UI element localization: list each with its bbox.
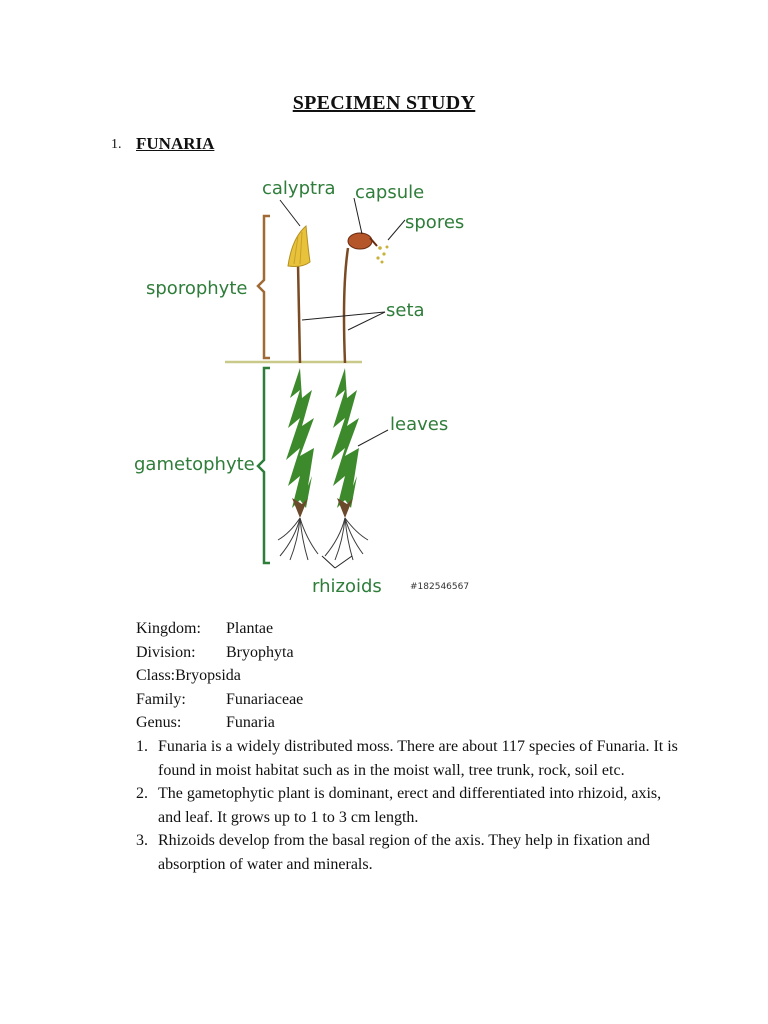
list-item-text: Rhizoids develop from the basal region o… — [158, 829, 681, 876]
list-item-number: 1. — [136, 735, 158, 782]
list-item: 1. Funaria is a widely distributed moss.… — [136, 735, 681, 782]
list-item-number: 3. — [136, 829, 158, 876]
classification-row-kingdom: Kingdom: Plantae — [136, 617, 303, 641]
classification-key: Kingdom: — [136, 617, 226, 641]
list-item-text: The gametophytic plant is dominant, erec… — [158, 782, 681, 829]
classification-table: Kingdom: Plantae Division: Bryophyta Cla… — [136, 617, 303, 735]
classification-value: Bryopsida — [175, 664, 241, 688]
classification-key: Division: — [136, 641, 226, 665]
label-gametophyte: gametophyte — [134, 456, 255, 474]
classification-value: Funariaceae — [226, 688, 303, 712]
classification-row-class: Class: Bryopsida — [136, 664, 303, 688]
label-sporophyte: sporophyte — [146, 280, 247, 298]
classification-key: Genus: — [136, 711, 226, 735]
list-item-number: 2. — [136, 782, 158, 829]
label-calyptra: calyptra — [262, 180, 336, 198]
section-number: 1. — [111, 137, 122, 153]
classification-key: Family: — [136, 688, 226, 712]
classification-value: Plantae — [226, 617, 273, 641]
list-item-text: Funaria is a widely distributed moss. Th… — [158, 735, 681, 782]
classification-value: Bryophyta — [226, 641, 294, 665]
image-code: #182546567 — [410, 582, 469, 592]
label-leaves: leaves — [390, 416, 448, 434]
classification-value: Funaria — [226, 711, 275, 735]
label-rhizoids: rhizoids — [312, 578, 382, 596]
page-title: SPECIMEN STUDY — [0, 92, 768, 115]
label-spores: spores — [405, 214, 464, 232]
classification-row-family: Family: Funariaceae — [136, 688, 303, 712]
funaria-diagram: calyptra capsule spores sporophyte seta … — [130, 168, 480, 608]
classification-key: Class: — [136, 664, 175, 688]
funaria-illustration — [130, 168, 480, 608]
list-item: 3. Rhizoids develop from the basal regio… — [136, 829, 681, 876]
label-seta: seta — [386, 302, 425, 320]
classification-row-division: Division: Bryophyta — [136, 641, 303, 665]
list-item: 2. The gametophytic plant is dominant, e… — [136, 782, 681, 829]
section-title: FUNARIA — [136, 134, 214, 154]
classification-row-genus: Genus: Funaria — [136, 711, 303, 735]
label-capsule: capsule — [355, 184, 424, 202]
notes-list: 1. Funaria is a widely distributed moss.… — [136, 735, 681, 876]
